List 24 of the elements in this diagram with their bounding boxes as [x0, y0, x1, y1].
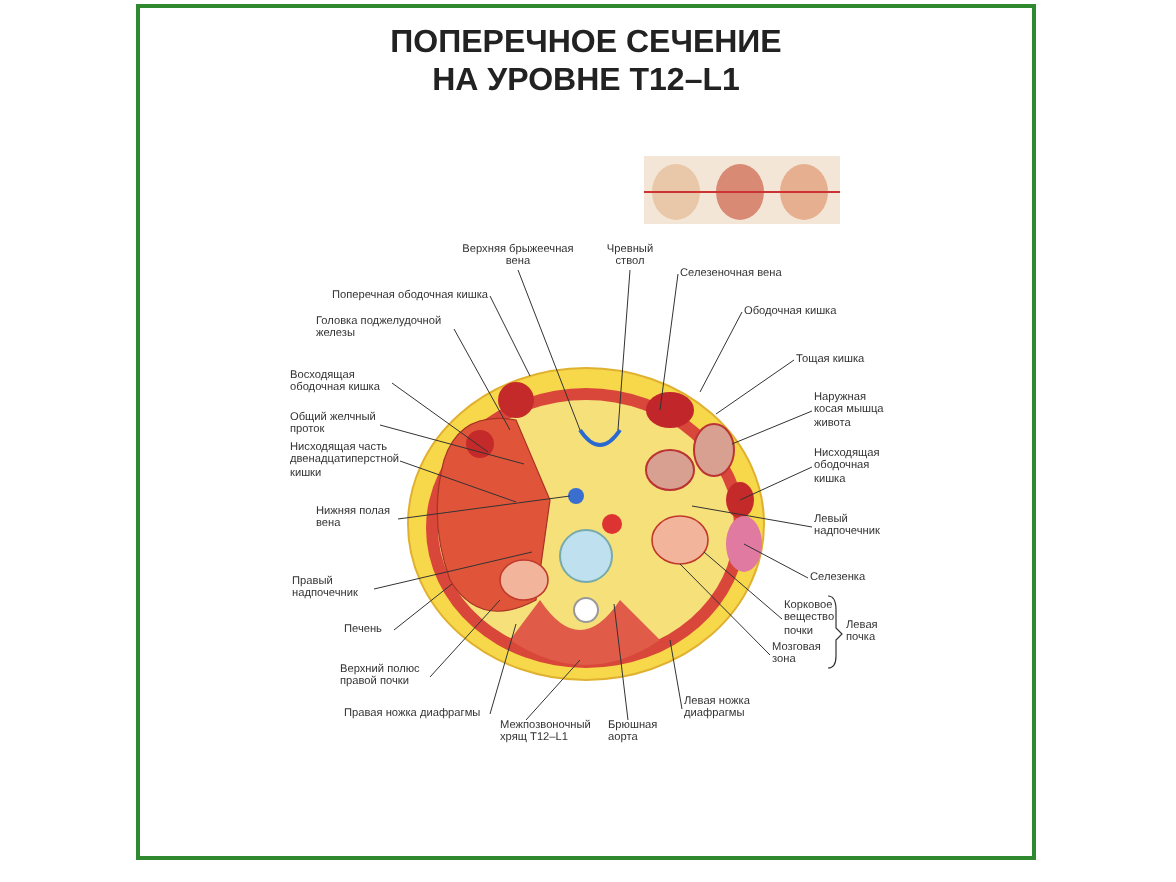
leader-line — [379, 424, 525, 465]
leader-line — [525, 659, 581, 721]
leader-line — [679, 563, 771, 656]
leader-line — [739, 466, 813, 501]
leader-line — [617, 269, 631, 431]
leader-line — [699, 311, 743, 393]
leader-line — [373, 551, 533, 590]
leader-line — [517, 269, 581, 431]
leader-line — [399, 460, 517, 503]
leader-line — [393, 583, 453, 631]
leader-line — [703, 551, 783, 620]
leader-line — [453, 328, 511, 431]
leader-line — [613, 603, 629, 721]
title: ПОПЕРЕЧНОЕ СЕЧЕНИЕ НА УРОВНЕ Т12–L1 — [388, 24, 784, 100]
leader-line — [489, 295, 531, 377]
leader-line — [715, 359, 795, 415]
leader-line — [743, 543, 809, 579]
leader-line — [391, 382, 489, 453]
leader-line — [429, 599, 501, 678]
leader-line — [691, 505, 813, 528]
leader-line — [731, 410, 813, 445]
leader-line — [489, 623, 517, 715]
leader-line — [659, 273, 679, 411]
leader-line — [669, 639, 683, 710]
